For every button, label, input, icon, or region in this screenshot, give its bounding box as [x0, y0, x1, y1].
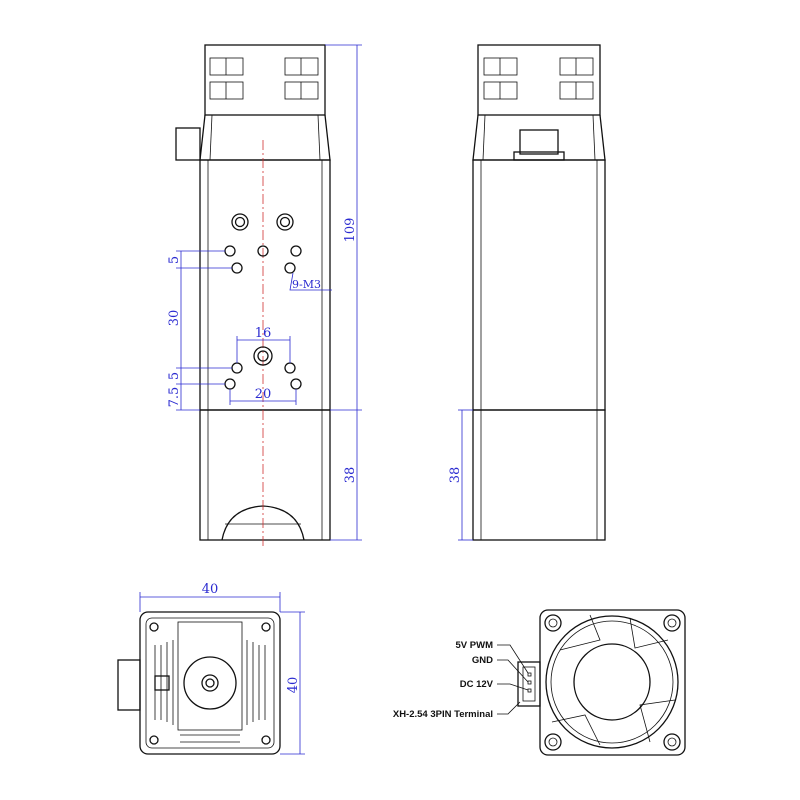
- thread-note: 9-M3: [292, 278, 321, 291]
- bottom-view: 40 40: [117, 582, 305, 755]
- dim-16: 16: [255, 326, 272, 341]
- dim-38-front: 38: [343, 467, 358, 484]
- dim-5-low: 5: [167, 372, 182, 380]
- dim-109: 109: [343, 218, 358, 243]
- dim-30: 30: [167, 310, 182, 327]
- label-dc-12v: DC 12V: [460, 679, 494, 690]
- dim-40-height: 40: [286, 677, 301, 694]
- dim-40-width: 40: [202, 582, 219, 597]
- fan-view: 5V PWM GND DC 12V XH-2.54 3PIN Terminal: [393, 609, 686, 756]
- label-gnd: GND: [472, 655, 493, 666]
- label-terminal: XH-2.54 3PIN Terminal: [393, 709, 493, 720]
- label-5v-pwm: 5V PWM: [456, 640, 494, 651]
- dim-38-side: 38: [448, 467, 463, 484]
- dim-7-5: 7.5: [167, 387, 182, 408]
- front-view: [175, 44, 331, 548]
- dim-20: 20: [255, 387, 272, 402]
- side-view: 38: [448, 44, 606, 541]
- front-dimensions: 109 38 5 30 5 7.5 16 20 9-M3: [167, 44, 362, 541]
- dim-5-top: 5: [167, 256, 182, 264]
